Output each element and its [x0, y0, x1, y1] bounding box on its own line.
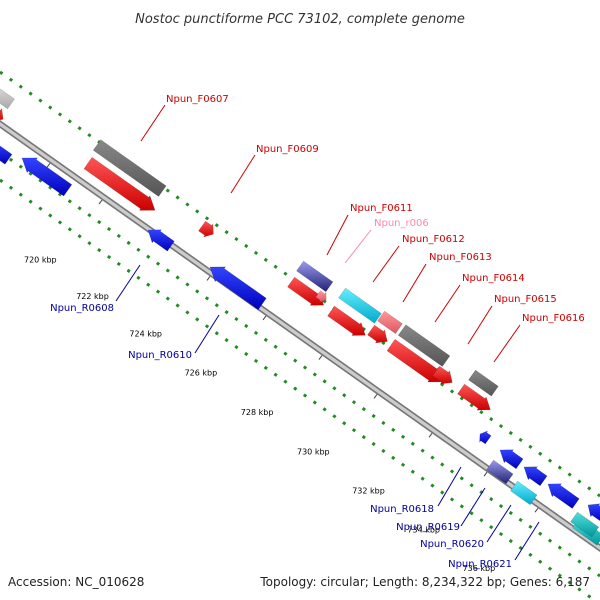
gene-labels: Npun_F0607 Npun_F0609 Npun_F0611 Npun_r0… — [50, 94, 585, 570]
feature-r0606 — [21, 157, 73, 197]
feature-f0613 — [367, 324, 388, 344]
feature-r0608 — [147, 229, 175, 252]
feature-teal-r0620 — [510, 480, 538, 506]
gene-label-f0607: Npun_F0607 — [166, 94, 229, 105]
tick-mark-2 — [98, 199, 103, 205]
gene-label-r0619: Npun_R0619 — [396, 522, 460, 533]
gene-label-r006: Npun_r006 — [374, 218, 429, 229]
tick-mark-9 — [483, 471, 488, 477]
tick-mark-10 — [534, 507, 539, 513]
gene-label-r0621: Npun_R0621 — [448, 559, 512, 570]
gene-label-f0613: Npun_F0613 — [429, 252, 492, 263]
tick-label-6: 730 kbp — [297, 448, 330, 457]
leader-lines — [115, 104, 540, 561]
gene-label-f0611: Npun_F0611 — [350, 203, 413, 214]
feature-lightbox-r0619 — [486, 459, 514, 485]
feature-r0620b — [547, 483, 580, 509]
tick-mark-6 — [318, 355, 323, 360]
gene-label-f0614: Npun_F0614 — [462, 273, 525, 284]
feature-r0610 — [209, 266, 267, 311]
gene-label-r0620: Npun_R0620 — [420, 539, 484, 550]
gene-label-f0612: Npun_F0612 — [402, 234, 465, 245]
feature-gray-f0616 — [468, 369, 499, 397]
feature-r-0 — [0, 145, 13, 165]
feature-r0621 — [587, 503, 600, 522]
genome-backbone — [0, 120, 600, 552]
feature-r0618 — [479, 430, 492, 445]
tick-label-7: 732 kbp — [352, 486, 385, 495]
tick-mark-7 — [373, 394, 378, 399]
feature-pink-f0612 — [377, 310, 403, 334]
gene-label-f0615: Npun_F0615 — [494, 294, 557, 305]
accession-text: Accession: NC_010628 — [8, 575, 144, 589]
gene-label-f0616: Npun_F0616 — [522, 313, 585, 324]
feature-teal-r0621b — [570, 511, 600, 538]
tick-mark-1 — [46, 163, 51, 168]
tick-label-3: 724 kbp — [129, 330, 162, 339]
tick-mark-4 — [206, 276, 211, 281]
tick-mark-8 — [428, 432, 433, 438]
feature-gray-f0607 — [92, 139, 167, 197]
feature-gray-0 — [0, 88, 15, 110]
gene-label-f0609: Npun_F0609 — [256, 144, 319, 155]
feature-cyan-r006 — [338, 287, 382, 324]
tick-marks: 720 kbp 722 kbp 724 kbp 726 kbp 728 kbp 730 k… — [24, 163, 539, 573]
map-title: Nostoc punctiforme PCC 73102, complete g… — [135, 12, 465, 27]
feature-f0616 — [457, 383, 491, 411]
topology-text: Topology: circular; Length: 8,234,322 bp… — [259, 575, 590, 589]
feature-f0609 — [198, 220, 214, 238]
tick-label-9: 736 kbp — [463, 564, 496, 573]
feature-gray-f0613 — [397, 324, 451, 367]
feature-f0607 — [83, 156, 156, 211]
tick-label-1: 720 kbp — [24, 255, 57, 264]
feature-f0612 — [327, 305, 366, 336]
feature-f0615 — [432, 365, 453, 385]
gene-features — [0, 88, 600, 546]
gene-label-r0610: Npun_R0610 — [128, 350, 192, 361]
gc-skew-track-3 — [0, 178, 597, 600]
tick-label-5: 728 kbp — [241, 408, 274, 417]
feature-r0619 — [499, 449, 524, 470]
tick-mark-5 — [262, 315, 267, 321]
feature-r0620 — [523, 466, 548, 487]
gene-label-r0618: Npun_R0618 — [370, 504, 434, 515]
gene-label-r0608: Npun_R0608 — [50, 303, 114, 314]
feature-f0614 — [386, 338, 444, 383]
feature-f-0 — [0, 107, 4, 121]
tick-label-8: 734 kbp — [407, 525, 440, 534]
feature-lightbox-f0611 — [296, 260, 334, 293]
feature-f-rna — [315, 290, 327, 303]
tick-label-4: 726 kbp — [185, 368, 218, 377]
tick-label-2: 722 kbp — [76, 292, 109, 301]
gc-skew-track-2 — [0, 150, 600, 578]
